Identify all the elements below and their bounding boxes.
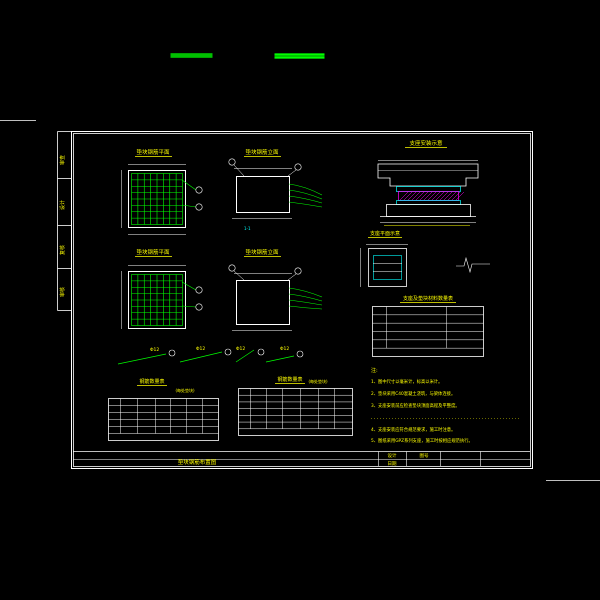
- elevation-view-top: 垫块钢筋立面 1-1: [170, 53, 323, 231]
- materials-table: 支座及垫块材料数量表: [372, 295, 484, 357]
- rebar-table-left-title: 钢筋数量表: [139, 378, 164, 385]
- bearing-plan: 支座平面示意: [360, 230, 490, 287]
- notes-heading: 注:: [371, 367, 378, 374]
- strip-label-2: 设计: [59, 200, 66, 210]
- rebar-table-left-subtitle: (每处垫块): [175, 387, 195, 393]
- rebar-callout-3: Φ12: [236, 346, 245, 352]
- rebar-table-right: 钢筋数量表 (每处垫块): [238, 376, 353, 436]
- sheet-no-label: 图号: [420, 453, 429, 459]
- materials-table-title: 支座及垫块材料数量表: [403, 295, 453, 302]
- note-1: 1、图中尺寸以毫米计，标高以米计。: [371, 378, 442, 385]
- plan-view-top-title: 垫块钢筋平面: [136, 148, 170, 156]
- date-label: 日期: [388, 461, 397, 467]
- elevation-view-top-title: 垫块钢筋立面: [245, 148, 279, 156]
- note-3: 3、支座安装前应检查垫块顶面高程及平整度。: [371, 402, 460, 409]
- note-4: 4、支座安装应符合规范要求，施工时注意。: [371, 426, 455, 433]
- drawing-title: 垫块钢筋布置图: [178, 458, 217, 466]
- bearing-plan-title: 支座平面示意: [370, 230, 400, 237]
- rebar-table-left: 钢筋数量表 (每处垫块): [108, 378, 219, 441]
- title-block: 垫块钢筋布置图 设计 图号 日期: [73, 451, 530, 467]
- notes-block: 注: 1、图中尺寸以毫米计，标高以米计。 2、垫块采用C40混凝土浇筑，与梁体连…: [371, 367, 520, 444]
- note-5: 5、图纸采用GPZ系列支座，施工时按相应规范执行。: [371, 437, 473, 444]
- elevation-view-bottom-title: 垫块钢筋立面: [245, 248, 279, 256]
- left-side-strip: 审查 设计 复核 审核: [57, 131, 72, 311]
- plan-view-bottom: 垫块钢筋平面: [121, 248, 203, 329]
- bearing-detail-title: 支座安装示意: [409, 139, 443, 147]
- design-label: 设计: [388, 452, 397, 459]
- strip-label-1: 审查: [59, 155, 66, 165]
- inner-frame: [73, 133, 531, 467]
- bearing-detail: 支座安装示意: [377, 139, 479, 226]
- svg-text:1-1: 1-1: [244, 226, 251, 231]
- note-2: 2、垫块采用C40混凝土浇筑，与梁体连接。: [371, 390, 455, 397]
- plan-view-bottom-title: 垫块钢筋平面: [136, 248, 170, 256]
- strip-label-3: 复核: [59, 245, 66, 255]
- strip-label-4: 审核: [59, 287, 66, 297]
- rebar-table-right-title: 钢筋数量表: [277, 376, 302, 383]
- elevation-view-bottom: 垫块钢筋立面: [228, 53, 325, 331]
- rebar-table-right-subtitle: (每处垫块): [308, 378, 328, 384]
- rebar-callout-2: Φ12: [196, 346, 205, 352]
- rebar-callout-4: Φ12: [280, 346, 289, 352]
- rebar-callout-1: Φ12: [150, 347, 159, 353]
- rebar-callouts: Φ12 Φ12 Φ12 Φ12: [117, 346, 304, 365]
- plan-view-top: 垫块钢筋平面: [121, 148, 203, 235]
- outer-frame: [71, 131, 533, 469]
